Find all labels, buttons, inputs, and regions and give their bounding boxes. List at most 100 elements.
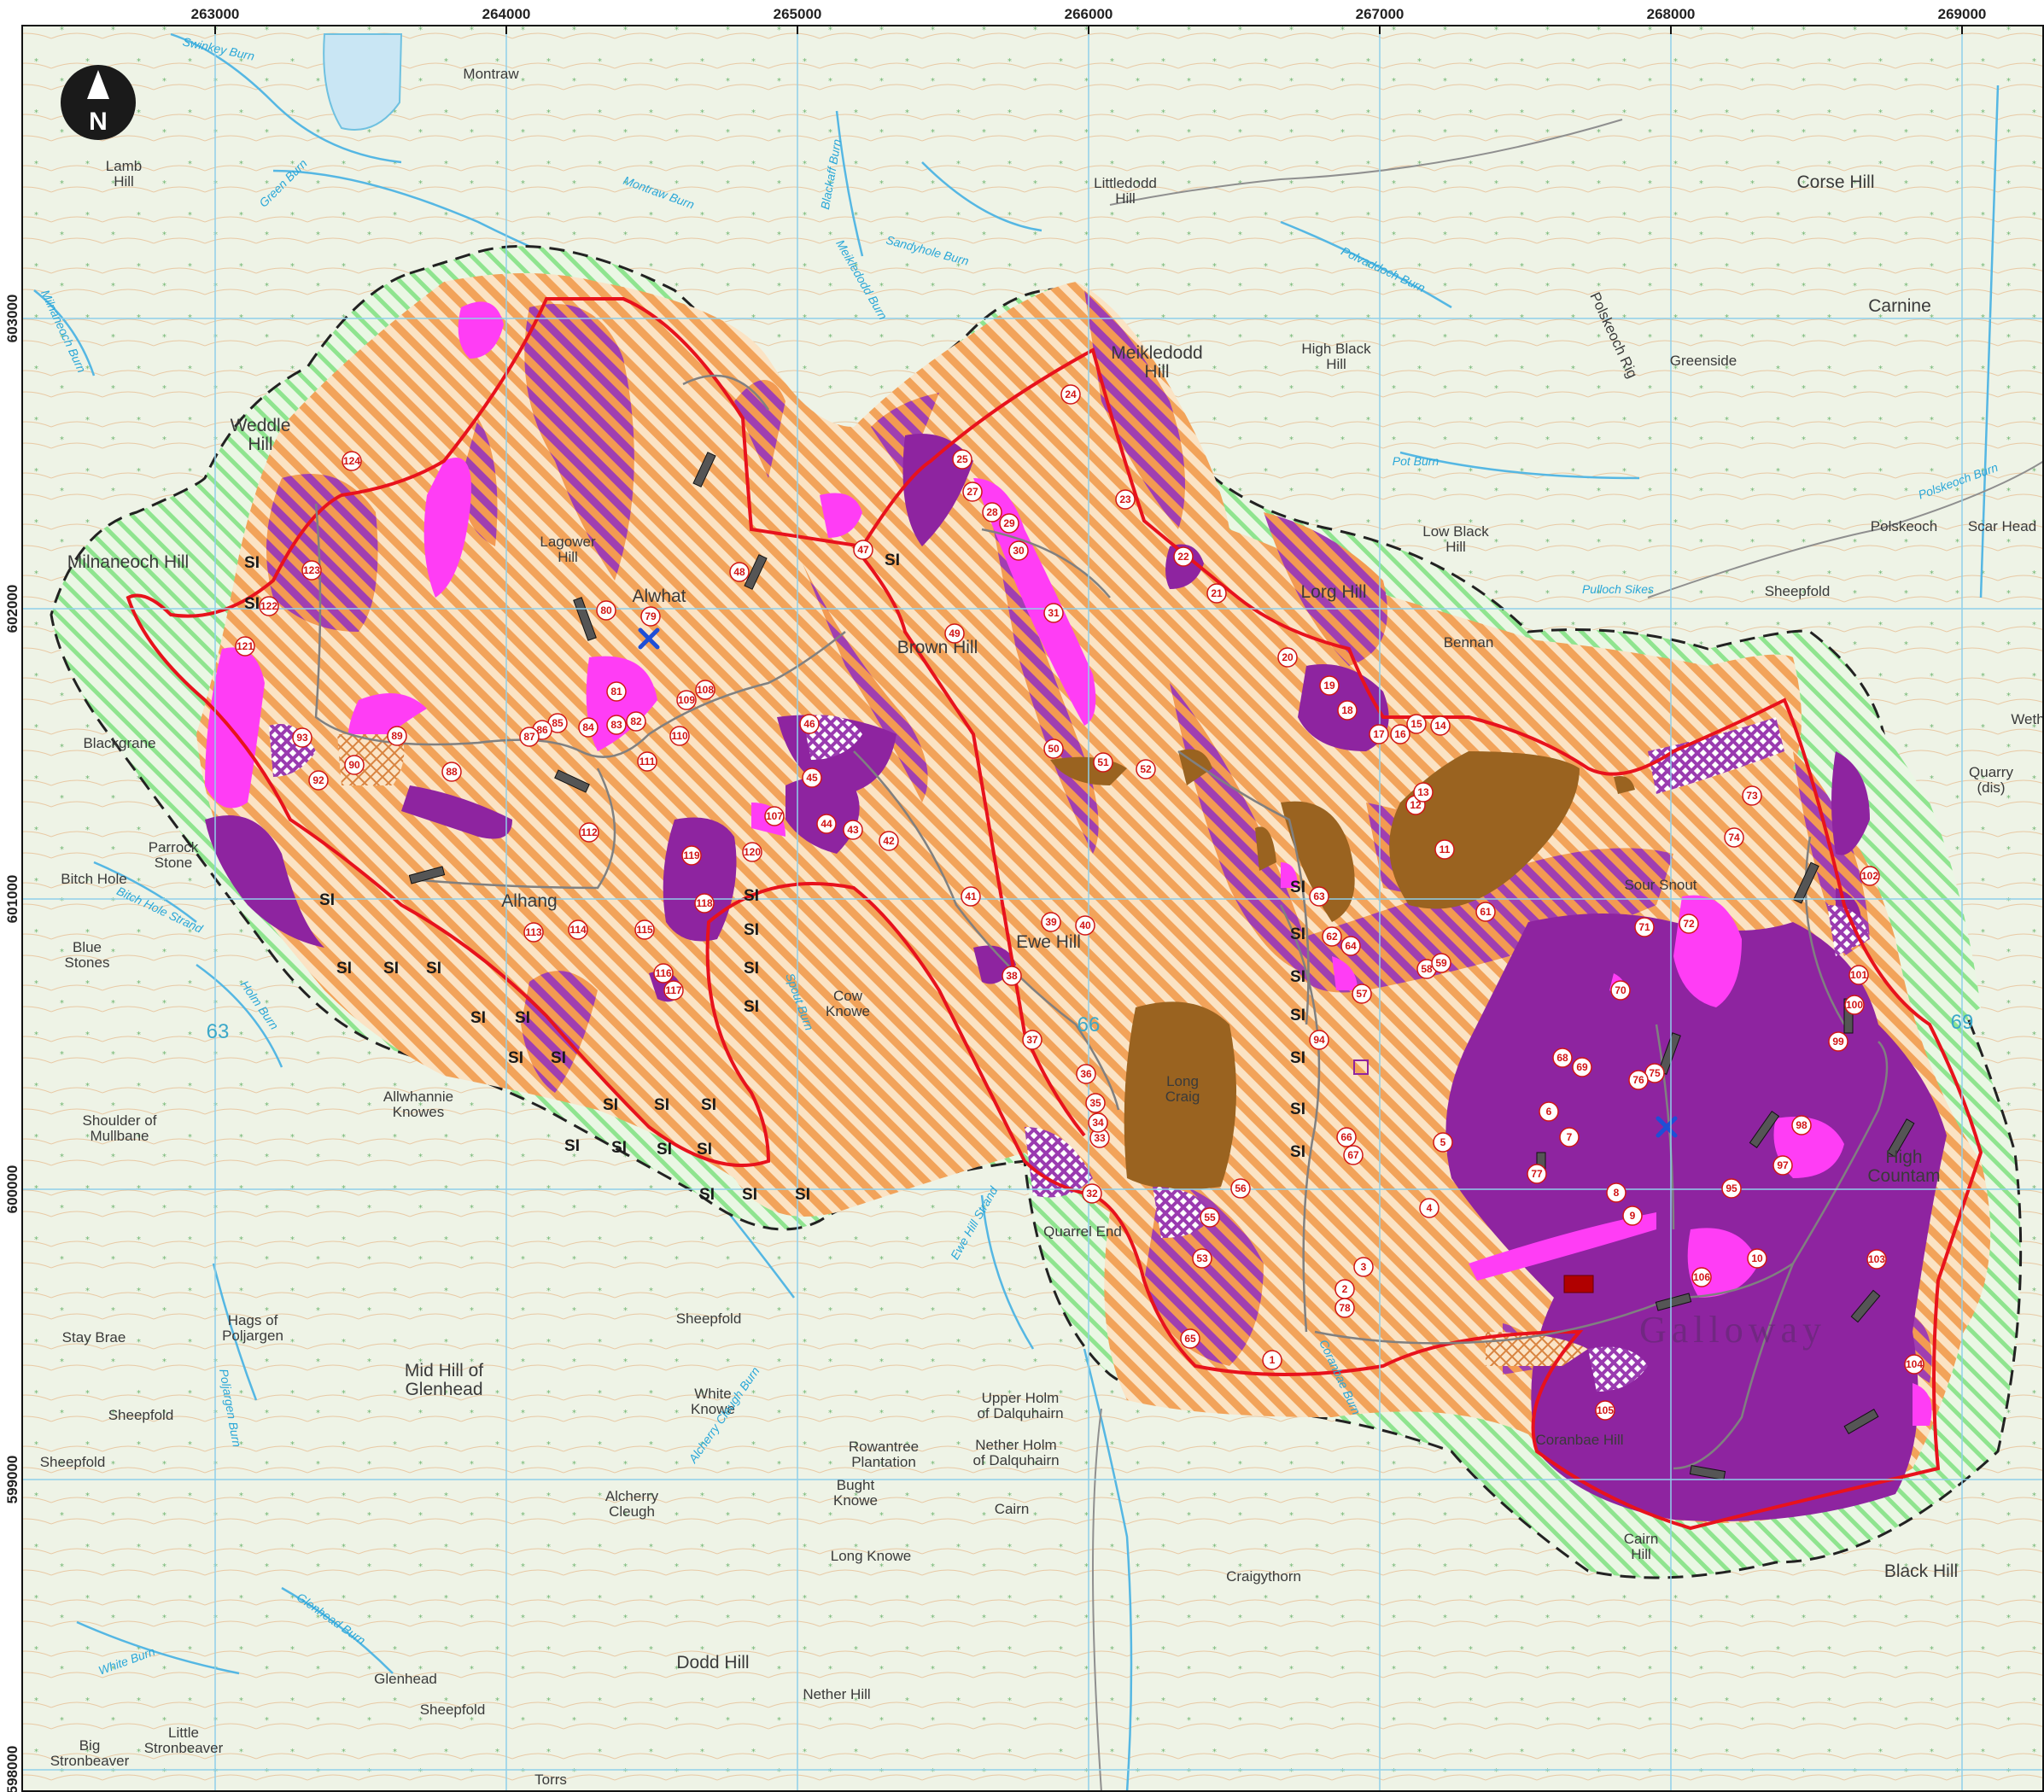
marker-number: 67 <box>1347 1149 1359 1161</box>
marker-73: 73 <box>1742 785 1762 806</box>
marker-circle <box>1527 1164 1547 1184</box>
marker-70: 70 <box>1610 980 1631 1001</box>
marker-number: 63 <box>1313 890 1325 902</box>
marker-47: 47 <box>853 540 873 560</box>
marker-circle <box>1322 926 1342 947</box>
marker-number: 2 <box>1342 1283 1348 1295</box>
marker-77: 77 <box>1527 1164 1547 1184</box>
place-torrs: Torrs <box>534 1772 567 1788</box>
marker-circle <box>523 922 544 943</box>
marker-6: 6 <box>1539 1101 1559 1122</box>
marker-circle <box>1430 715 1451 736</box>
si-label: SI <box>564 1137 580 1155</box>
si-label: SI <box>654 1096 669 1114</box>
region-label: Galloway <box>1639 1309 1826 1351</box>
marker-5: 5 <box>1433 1132 1453 1153</box>
marker-number: 113 <box>525 926 542 938</box>
marker-number: 49 <box>949 627 961 639</box>
si-label: SI <box>1290 1049 1305 1067</box>
marker-81: 81 <box>606 681 627 702</box>
marker-121: 121 <box>235 636 255 657</box>
place-sheepfold-3: Sheepfold <box>676 1310 742 1327</box>
marker-circle <box>1595 1400 1615 1421</box>
marker-number: 69 <box>1576 1061 1588 1073</box>
marker-34: 34 <box>1088 1112 1108 1133</box>
marker-circle <box>1721 1178 1742 1199</box>
survey-points <box>638 627 1678 1138</box>
marker-circle <box>1742 785 1762 806</box>
marker-circle <box>799 714 820 734</box>
marker-number: 48 <box>733 566 745 578</box>
marker-circle <box>1413 782 1434 803</box>
place-quarrel-end: Quarrel End <box>1043 1223 1122 1240</box>
marker-74: 74 <box>1724 827 1744 848</box>
marker-number: 65 <box>1184 1333 1196 1345</box>
si-label: SI <box>551 1049 566 1067</box>
marker-36: 36 <box>1076 1064 1096 1084</box>
marker-circle <box>579 822 599 843</box>
si-label: SI <box>744 887 759 905</box>
marker-8: 8 <box>1606 1182 1626 1203</box>
marker-number: 30 <box>1013 545 1025 557</box>
place-carnine: Carnine <box>1868 296 1931 316</box>
marker-number: 86 <box>536 724 548 736</box>
place-alwhat: Alwhat <box>632 587 686 606</box>
marker-number: 80 <box>600 604 612 616</box>
si-label: SI <box>795 1186 810 1204</box>
marker-103: 103 <box>1866 1249 1887 1270</box>
marker-circle <box>235 636 255 657</box>
marker-number: 87 <box>523 731 535 743</box>
marker-33: 33 <box>1089 1128 1110 1148</box>
marker-109: 109 <box>676 690 697 710</box>
marker-number: 114 <box>569 924 587 936</box>
marker-circle <box>681 845 702 866</box>
marker-number: 120 <box>744 846 761 858</box>
marker-circle <box>1904 1354 1924 1375</box>
north-arrow-label: N <box>89 108 108 136</box>
marker-number: 93 <box>296 732 308 744</box>
place-cairn: Cairn <box>995 1501 1030 1517</box>
place-sheepfold-2: Sheepfold <box>40 1454 106 1470</box>
marker-110: 110 <box>669 726 690 746</box>
marker-number: 95 <box>1726 1182 1737 1194</box>
easting-266000: 266000 <box>1065 6 1113 22</box>
marker-circle <box>441 762 462 782</box>
roads <box>1092 119 2044 1792</box>
marker-circle <box>1431 953 1451 973</box>
marker-circle <box>1552 1048 1573 1068</box>
marker-number: 8 <box>1614 1187 1620 1199</box>
marker-number: 37 <box>1026 1034 1038 1046</box>
si-label: SI <box>426 960 441 978</box>
northing-599000: 599000 <box>4 1456 20 1504</box>
marker-27: 27 <box>962 482 983 502</box>
marker-circle <box>640 606 661 627</box>
marker-number: 11 <box>1440 843 1451 855</box>
marker-number: 112 <box>581 826 598 838</box>
marker-32: 32 <box>1082 1183 1102 1204</box>
marker-87: 87 <box>519 727 540 747</box>
marker-number: 19 <box>1323 680 1335 692</box>
marker-circle <box>653 963 674 984</box>
marker-number: 76 <box>1632 1074 1644 1086</box>
place-coranbae-hill: Coranbae Hill <box>1536 1432 1624 1448</box>
marker-circle <box>742 842 762 862</box>
place-long-knowe: Long Knowe <box>831 1548 912 1564</box>
marker-circle <box>1606 1182 1626 1203</box>
place-craigythorn: Craigythorn <box>1226 1568 1301 1585</box>
marker-number: 18 <box>1341 704 1353 716</box>
marker-number: 107 <box>766 810 783 822</box>
place-bennan: Bennan <box>1444 634 1494 651</box>
marker-number: 55 <box>1204 1211 1216 1223</box>
marker-number: 22 <box>1177 551 1189 563</box>
northing-598000: 598000 <box>4 1746 20 1792</box>
marker-31: 31 <box>1043 603 1064 623</box>
marker-number: 104 <box>1906 1358 1923 1370</box>
easting-264000: 264000 <box>482 6 531 22</box>
marker-circle <box>694 893 715 914</box>
place-lorg-hill: Lorg Hill <box>1300 582 1366 602</box>
